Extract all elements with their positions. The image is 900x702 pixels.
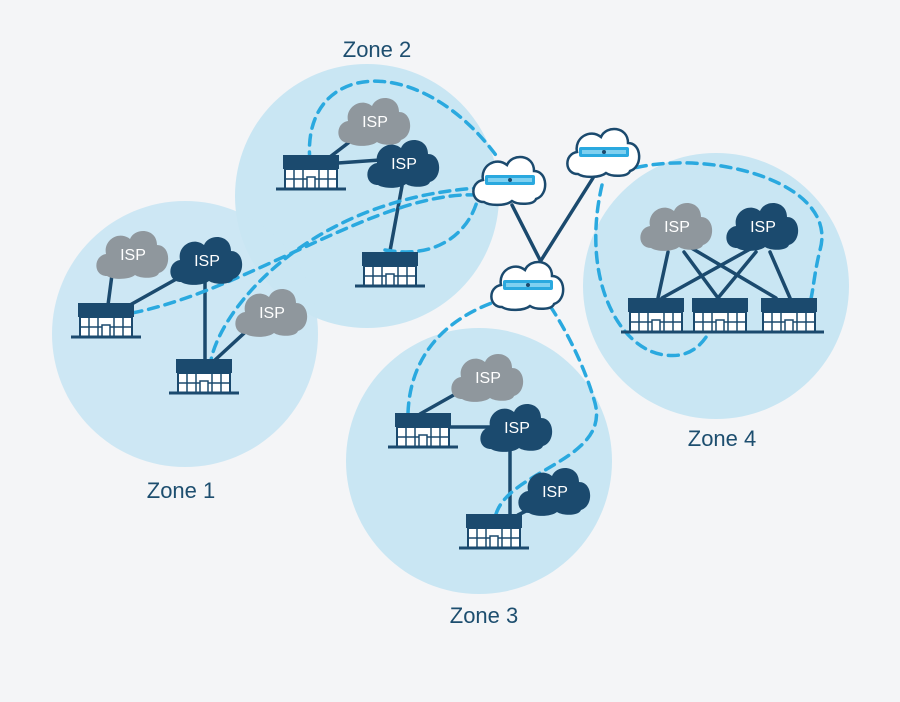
isp-label: ISP (750, 219, 776, 236)
zone-3-area (346, 328, 612, 594)
branch-building-icon (619, 296, 693, 334)
isp-cloud-icon: ISP (338, 97, 411, 146)
branch-building-icon (167, 357, 241, 395)
zone-4-label: Zone 4 (688, 426, 757, 451)
isp-label: ISP (362, 114, 388, 131)
isp-label: ISP (504, 420, 530, 437)
zone-3-label: Zone 3 (450, 603, 519, 628)
zone-1-label: Zone 1 (147, 478, 216, 503)
vpn-tunnels (130, 79, 824, 516)
branch-building-icon (386, 411, 460, 449)
branch-building-icon (353, 250, 427, 288)
isp-label: ISP (391, 156, 417, 173)
isp-cloud-icon: ISP (480, 403, 553, 452)
zone-2-label: Zone 2 (343, 37, 412, 62)
isp-cloud-icon: ISP (96, 230, 169, 279)
isp-cloud-icon: ISP (170, 236, 243, 285)
isp-label: ISP (475, 370, 501, 387)
isp-cloud-icon: ISP (518, 467, 591, 516)
isp-cloud-icon: ISP (640, 202, 713, 251)
isp-label: ISP (259, 305, 285, 322)
branch-building-icon (69, 301, 143, 339)
isp-label: ISP (120, 247, 146, 264)
isp-clouds: ISP ISP ISP ISP ISP ISP ISP I (96, 97, 799, 516)
isp-cloud-icon: ISP (235, 288, 308, 337)
branch-building-icon (457, 512, 531, 550)
isp-cloud-icon: ISP (367, 139, 440, 188)
isp-label: ISP (194, 253, 220, 270)
branch-building-icon (683, 296, 757, 334)
isp-label: ISP (542, 484, 568, 501)
branch-building-icon (752, 296, 826, 334)
zone-4-area (583, 153, 849, 419)
isp-cloud-icon: ISP (726, 202, 799, 251)
branch-building-icon (274, 153, 348, 191)
zone-2-area (235, 64, 499, 328)
isp-label: ISP (664, 219, 690, 236)
isp-cloud-icon: ISP (451, 353, 524, 402)
